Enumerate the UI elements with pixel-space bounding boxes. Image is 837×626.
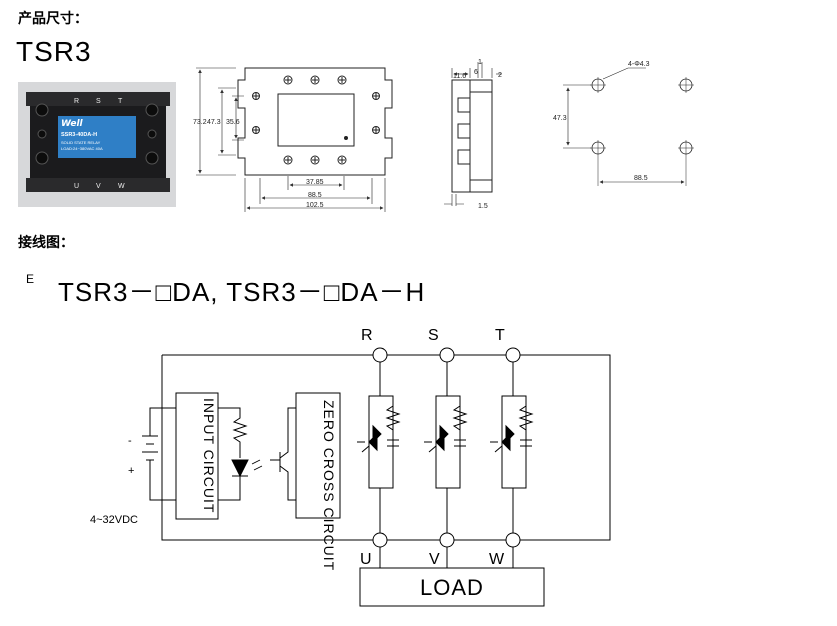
wiring-diagram — [161, 347, 611, 607]
label-v: V — [429, 551, 440, 568]
wiring-heading: 接线图： — [18, 235, 74, 251]
zero-cross-label: ZERO CROSS CIRCUIT — [321, 400, 337, 571]
label-r: R — [361, 327, 373, 344]
dim-hole-spec: 4-Φ4.3 — [628, 61, 650, 68]
dim-side-c: 2 — [498, 72, 502, 79]
label-voltage: 4~32VDC — [90, 514, 138, 526]
photo-terminal-r: R — [74, 98, 79, 105]
photo-terminal-s: S — [96, 98, 101, 105]
product-photo: R S T U V W Well SSR3-40DA-H SOLID STATE… — [18, 82, 176, 207]
input-circuit-label: INPUT CIRCUIT — [201, 398, 217, 513]
dim-hole-h: 88.5 — [634, 175, 648, 182]
terminal-w — [505, 532, 521, 548]
relay-illustration: R S T U V W Well SSR3-40DA-H SOLID STATE… — [26, 92, 170, 192]
dim-side-depth: 11.6 — [453, 73, 466, 80]
photo-terminal-u: U — [74, 183, 79, 190]
dim-height-holes: 47.3 — [207, 119, 221, 126]
side-view — [444, 62, 502, 206]
label-w: W — [489, 551, 505, 568]
dim-height-total: 73.2 — [193, 119, 207, 126]
photo-desc1: SOLID STATE RELAY — [61, 140, 101, 145]
dim-width-window: 37.85 — [306, 179, 324, 186]
photo-terminal-t: T — [118, 98, 123, 105]
photo-desc2: LOAD:24~380VAC 40A — [61, 146, 103, 151]
wiring-formula: TSR3－□DA, TSR3－□DA－H — [58, 277, 426, 307]
dim-height-inner: 35.6 — [226, 119, 240, 126]
label-plus: + — [128, 465, 134, 477]
dimensions-heading: 产品尺寸： — [18, 11, 88, 27]
dim-width-holes: 88.5 — [308, 192, 322, 199]
label-u: U — [360, 551, 372, 568]
front-view — [196, 67, 393, 212]
photo-terminal-w: W — [118, 183, 125, 190]
photo-brand: Well — [61, 119, 84, 129]
terminal-t — [505, 347, 521, 363]
zero-cross-box — [295, 392, 341, 519]
label-s: S — [428, 327, 439, 344]
load-box — [359, 567, 545, 607]
photo-model-code: SSR3-40DA-H — [61, 132, 97, 138]
front-screws — [252, 75, 380, 165]
photo-terminal-v: V — [96, 183, 101, 190]
dim-side-base: 1.5 — [478, 203, 488, 210]
label-t: T — [495, 327, 505, 344]
label-minus: - — [128, 435, 132, 447]
terminal-r — [372, 347, 388, 363]
load-label: LOAD — [420, 575, 484, 600]
model-title: TSR3 — [16, 36, 92, 67]
terminal-u — [372, 532, 388, 548]
input-circuit-box — [175, 392, 219, 520]
dim-width-total: 102.5 — [306, 202, 324, 209]
mounting-holes — [563, 67, 694, 186]
control-section — [142, 392, 341, 520]
dim-side-b: 6 — [474, 69, 478, 76]
dim-hole-v: 47.3 — [553, 115, 567, 122]
wiring-note-prefix: E — [26, 272, 35, 286]
terminal-v — [439, 532, 455, 548]
terminal-s — [439, 347, 455, 363]
dim-side-a: 1 — [478, 59, 482, 66]
